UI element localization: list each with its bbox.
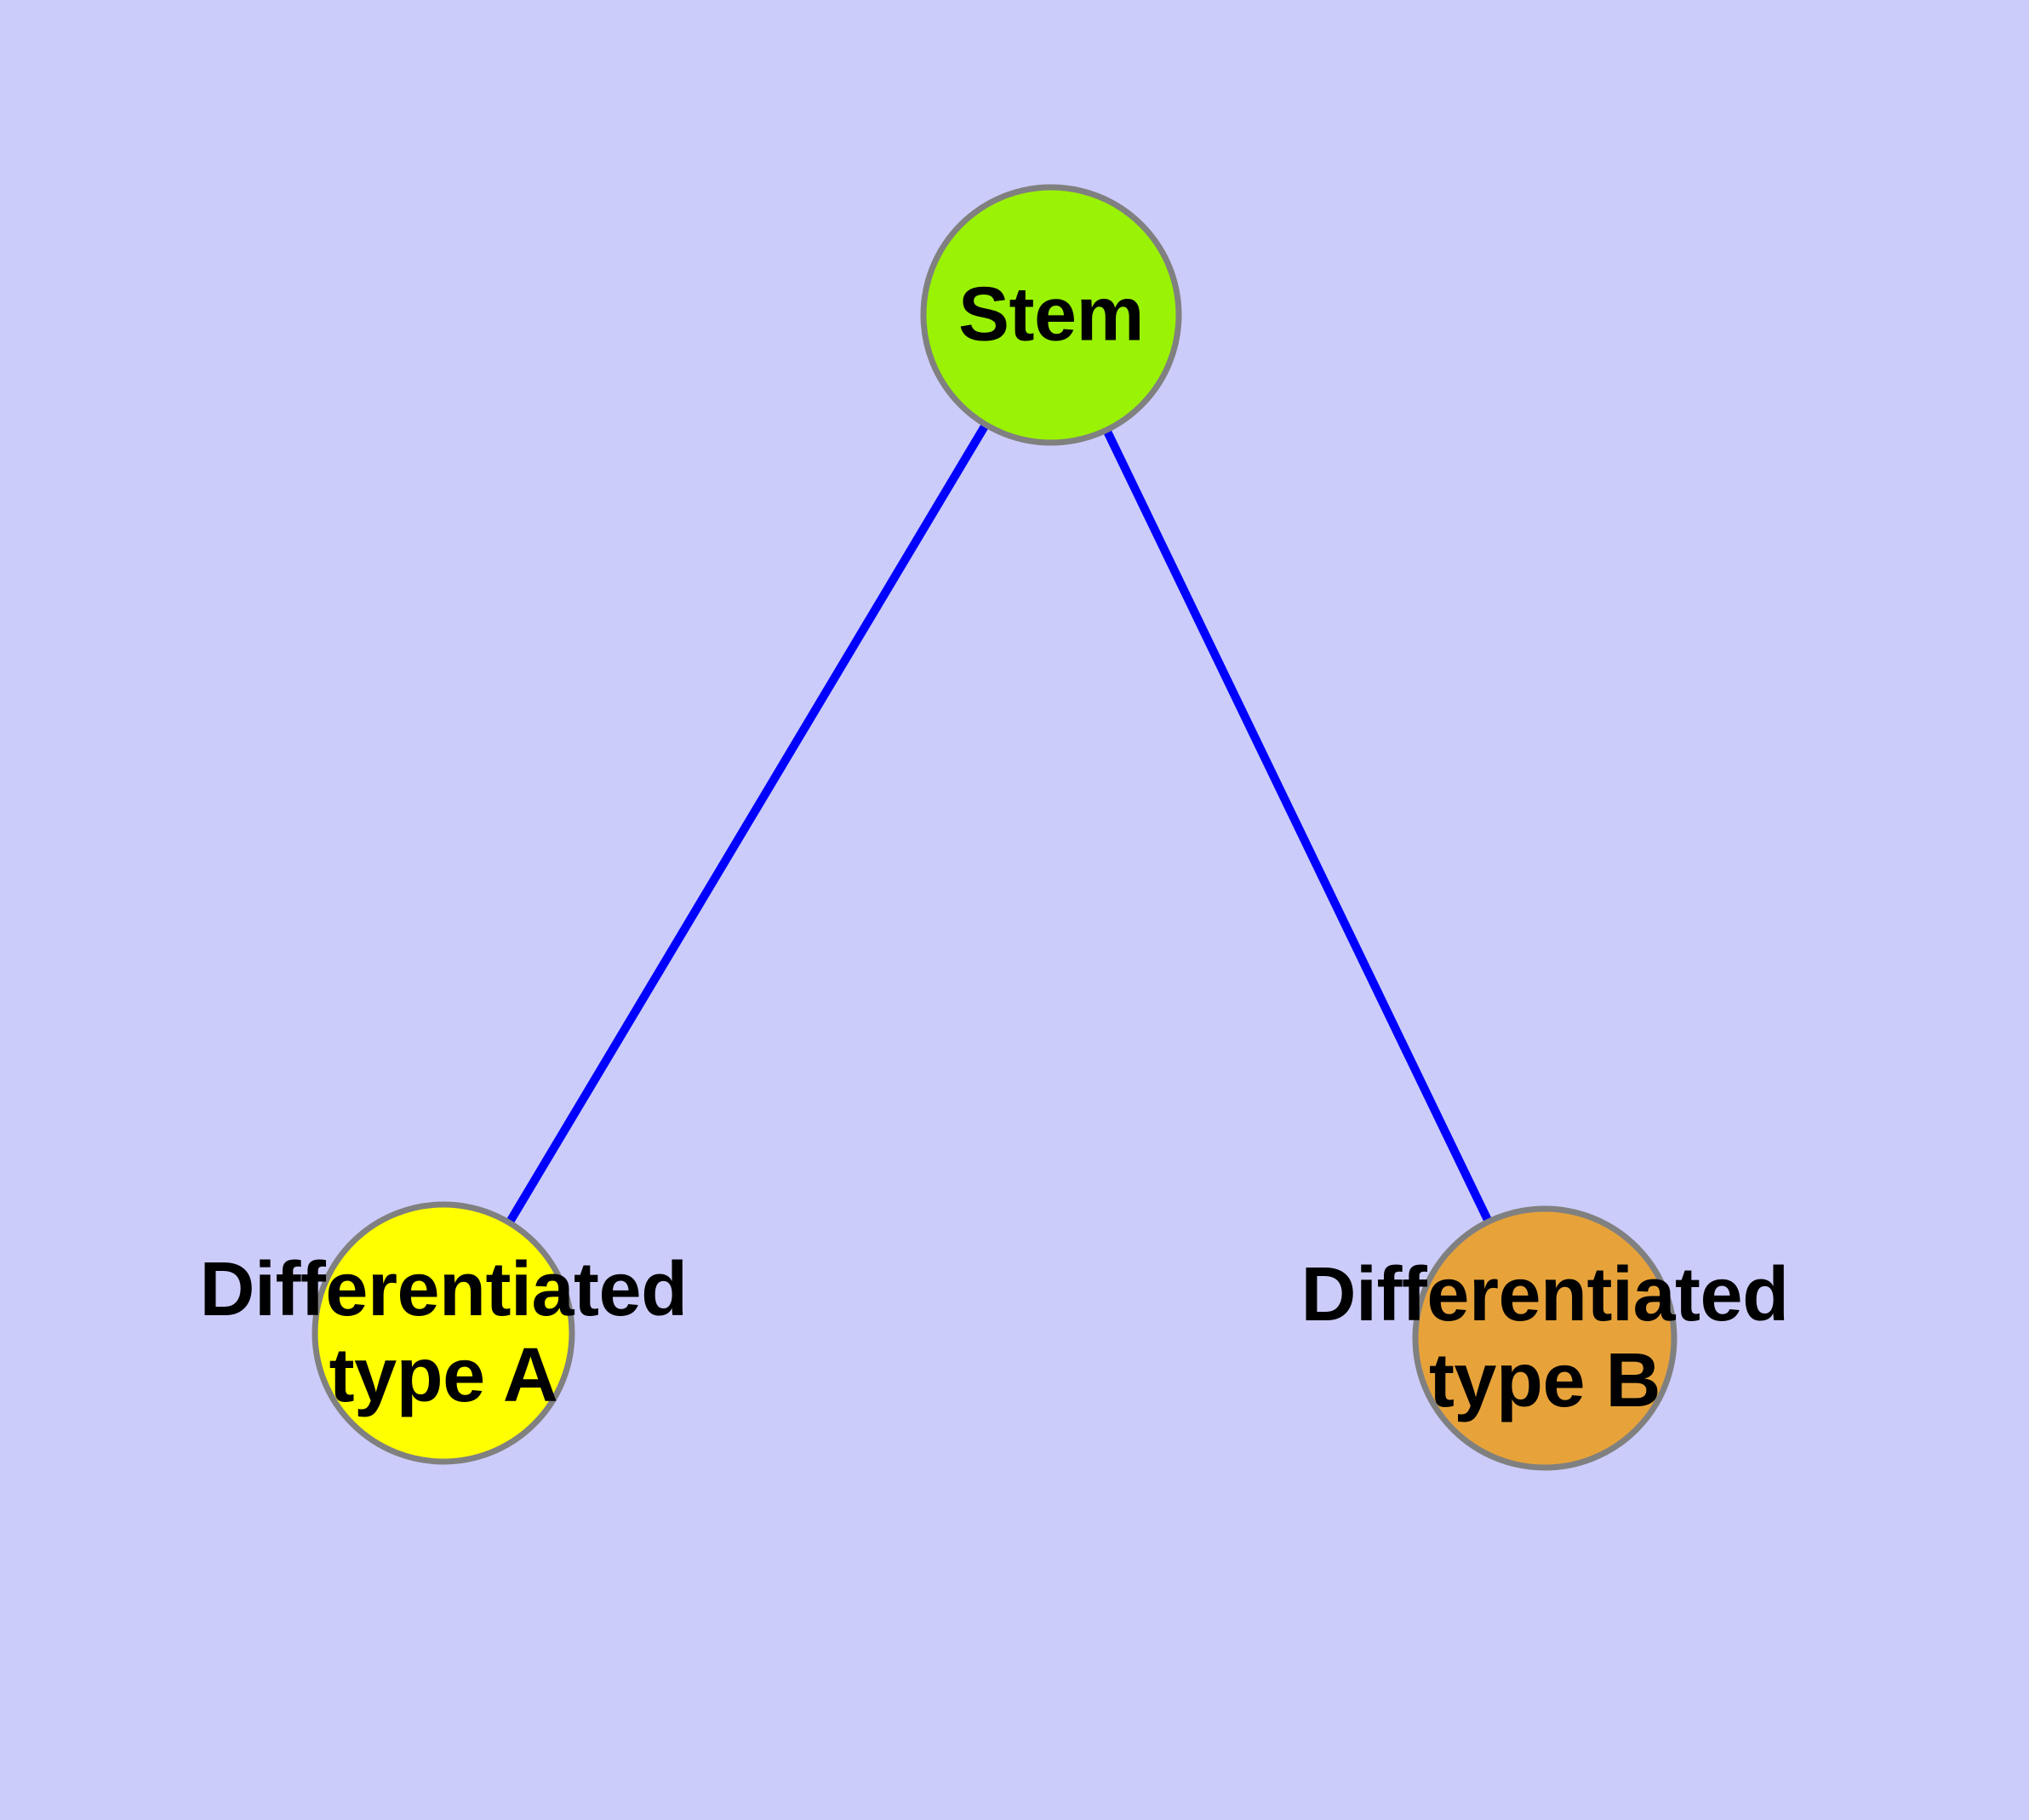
node-circle-diff-a[interactable] — [311, 1201, 575, 1465]
edge-stem-to-diff-b[interactable] — [1047, 312, 1549, 1341]
node-circle-diff-b[interactable] — [1412, 1205, 1677, 1471]
node-layer — [311, 184, 1677, 1471]
edge-layer — [439, 312, 1549, 1341]
node-circle-stem[interactable] — [920, 184, 1182, 446]
edge-stem-to-diff-a[interactable] — [439, 312, 1055, 1336]
